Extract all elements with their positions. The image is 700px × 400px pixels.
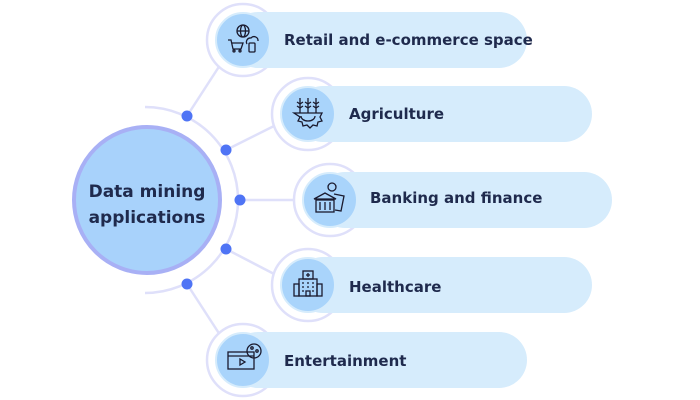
center-title-line1: Data mining (89, 182, 206, 202)
item-healthcare: Healthcare (270, 247, 592, 323)
item-label: Agriculture (349, 105, 444, 123)
item-retail: Retail and e-commerce space (205, 2, 533, 78)
center-title-line2: applications (89, 208, 206, 228)
center-node: Data mining applications (72, 125, 222, 275)
item-entertainment: Entertainment (205, 322, 527, 398)
crops-gear-icon (291, 98, 324, 129)
item-label: Healthcare (349, 278, 441, 296)
video-player-film-icon (227, 343, 262, 370)
item-agriculture: Agriculture (270, 76, 592, 152)
connectors (185, 61, 296, 339)
item-banking: Banking and finance (292, 162, 612, 238)
shopping-cart-globe-icon (228, 24, 259, 53)
item-label: Retail and e-commerce space (284, 31, 533, 49)
bank-money-icon (313, 182, 345, 213)
hospital-icon (293, 270, 323, 297)
connector-dots (181, 110, 246, 290)
item-label: Entertainment (284, 352, 406, 370)
item-label: Banking and finance (370, 189, 542, 207)
